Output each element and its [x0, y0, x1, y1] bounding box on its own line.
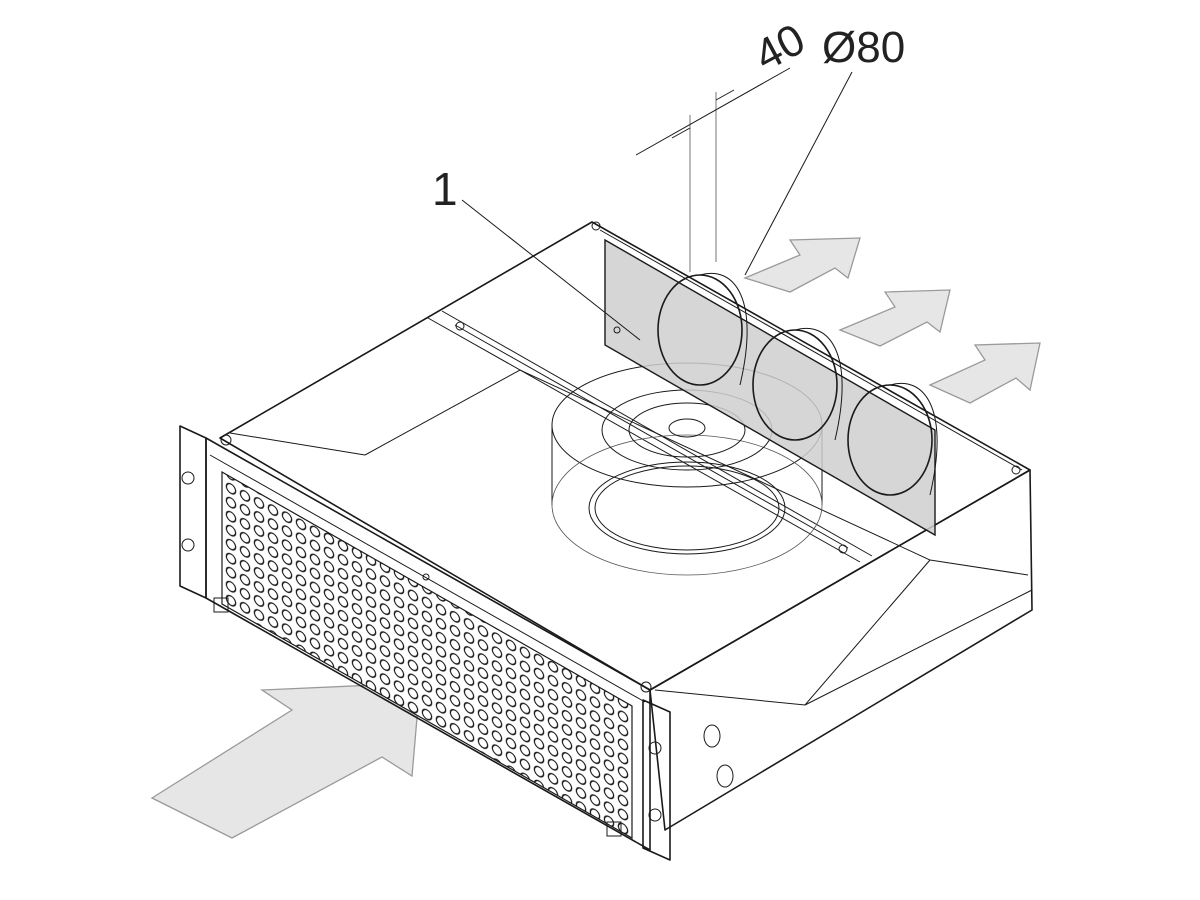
rack-hole [181, 471, 195, 485]
panel-screw [640, 681, 652, 693]
rack-ear-right [642, 699, 671, 861]
rack-hole [648, 741, 662, 755]
rear-exhaust-panel [604, 238, 938, 537]
airflow-arrow-icon [928, 342, 1041, 404]
center-rail [427, 310, 873, 563]
housing [219, 221, 1033, 831]
captive-screw [213, 597, 229, 613]
dimension-depth-label: 40 [747, 15, 813, 81]
perforated-grille [221, 470, 633, 840]
panel-screw [422, 573, 430, 581]
captive-screw [606, 821, 622, 837]
airflow-arrow-icon [150, 682, 421, 839]
housing-right-side [649, 469, 1033, 831]
airflow-arrow-icon [743, 237, 861, 293]
side-hole [703, 724, 721, 748]
rear-panel-plate [604, 238, 936, 537]
rack-hole [648, 808, 662, 822]
front-panel [179, 425, 671, 861]
side-hole [716, 764, 734, 788]
front-panel-plate [205, 437, 651, 851]
callout-1-label: 1 [432, 163, 458, 215]
panel-screw [220, 434, 232, 446]
airflow-out-arrows [743, 237, 1041, 404]
rack-hole [181, 538, 195, 552]
airflow-in-arrow [150, 682, 421, 839]
rack-ear-left [179, 425, 207, 599]
airflow-arrow-icon [838, 289, 951, 347]
dimension-diameter-label: Ø80 [822, 23, 905, 72]
dimension-lines [461, 67, 853, 341]
